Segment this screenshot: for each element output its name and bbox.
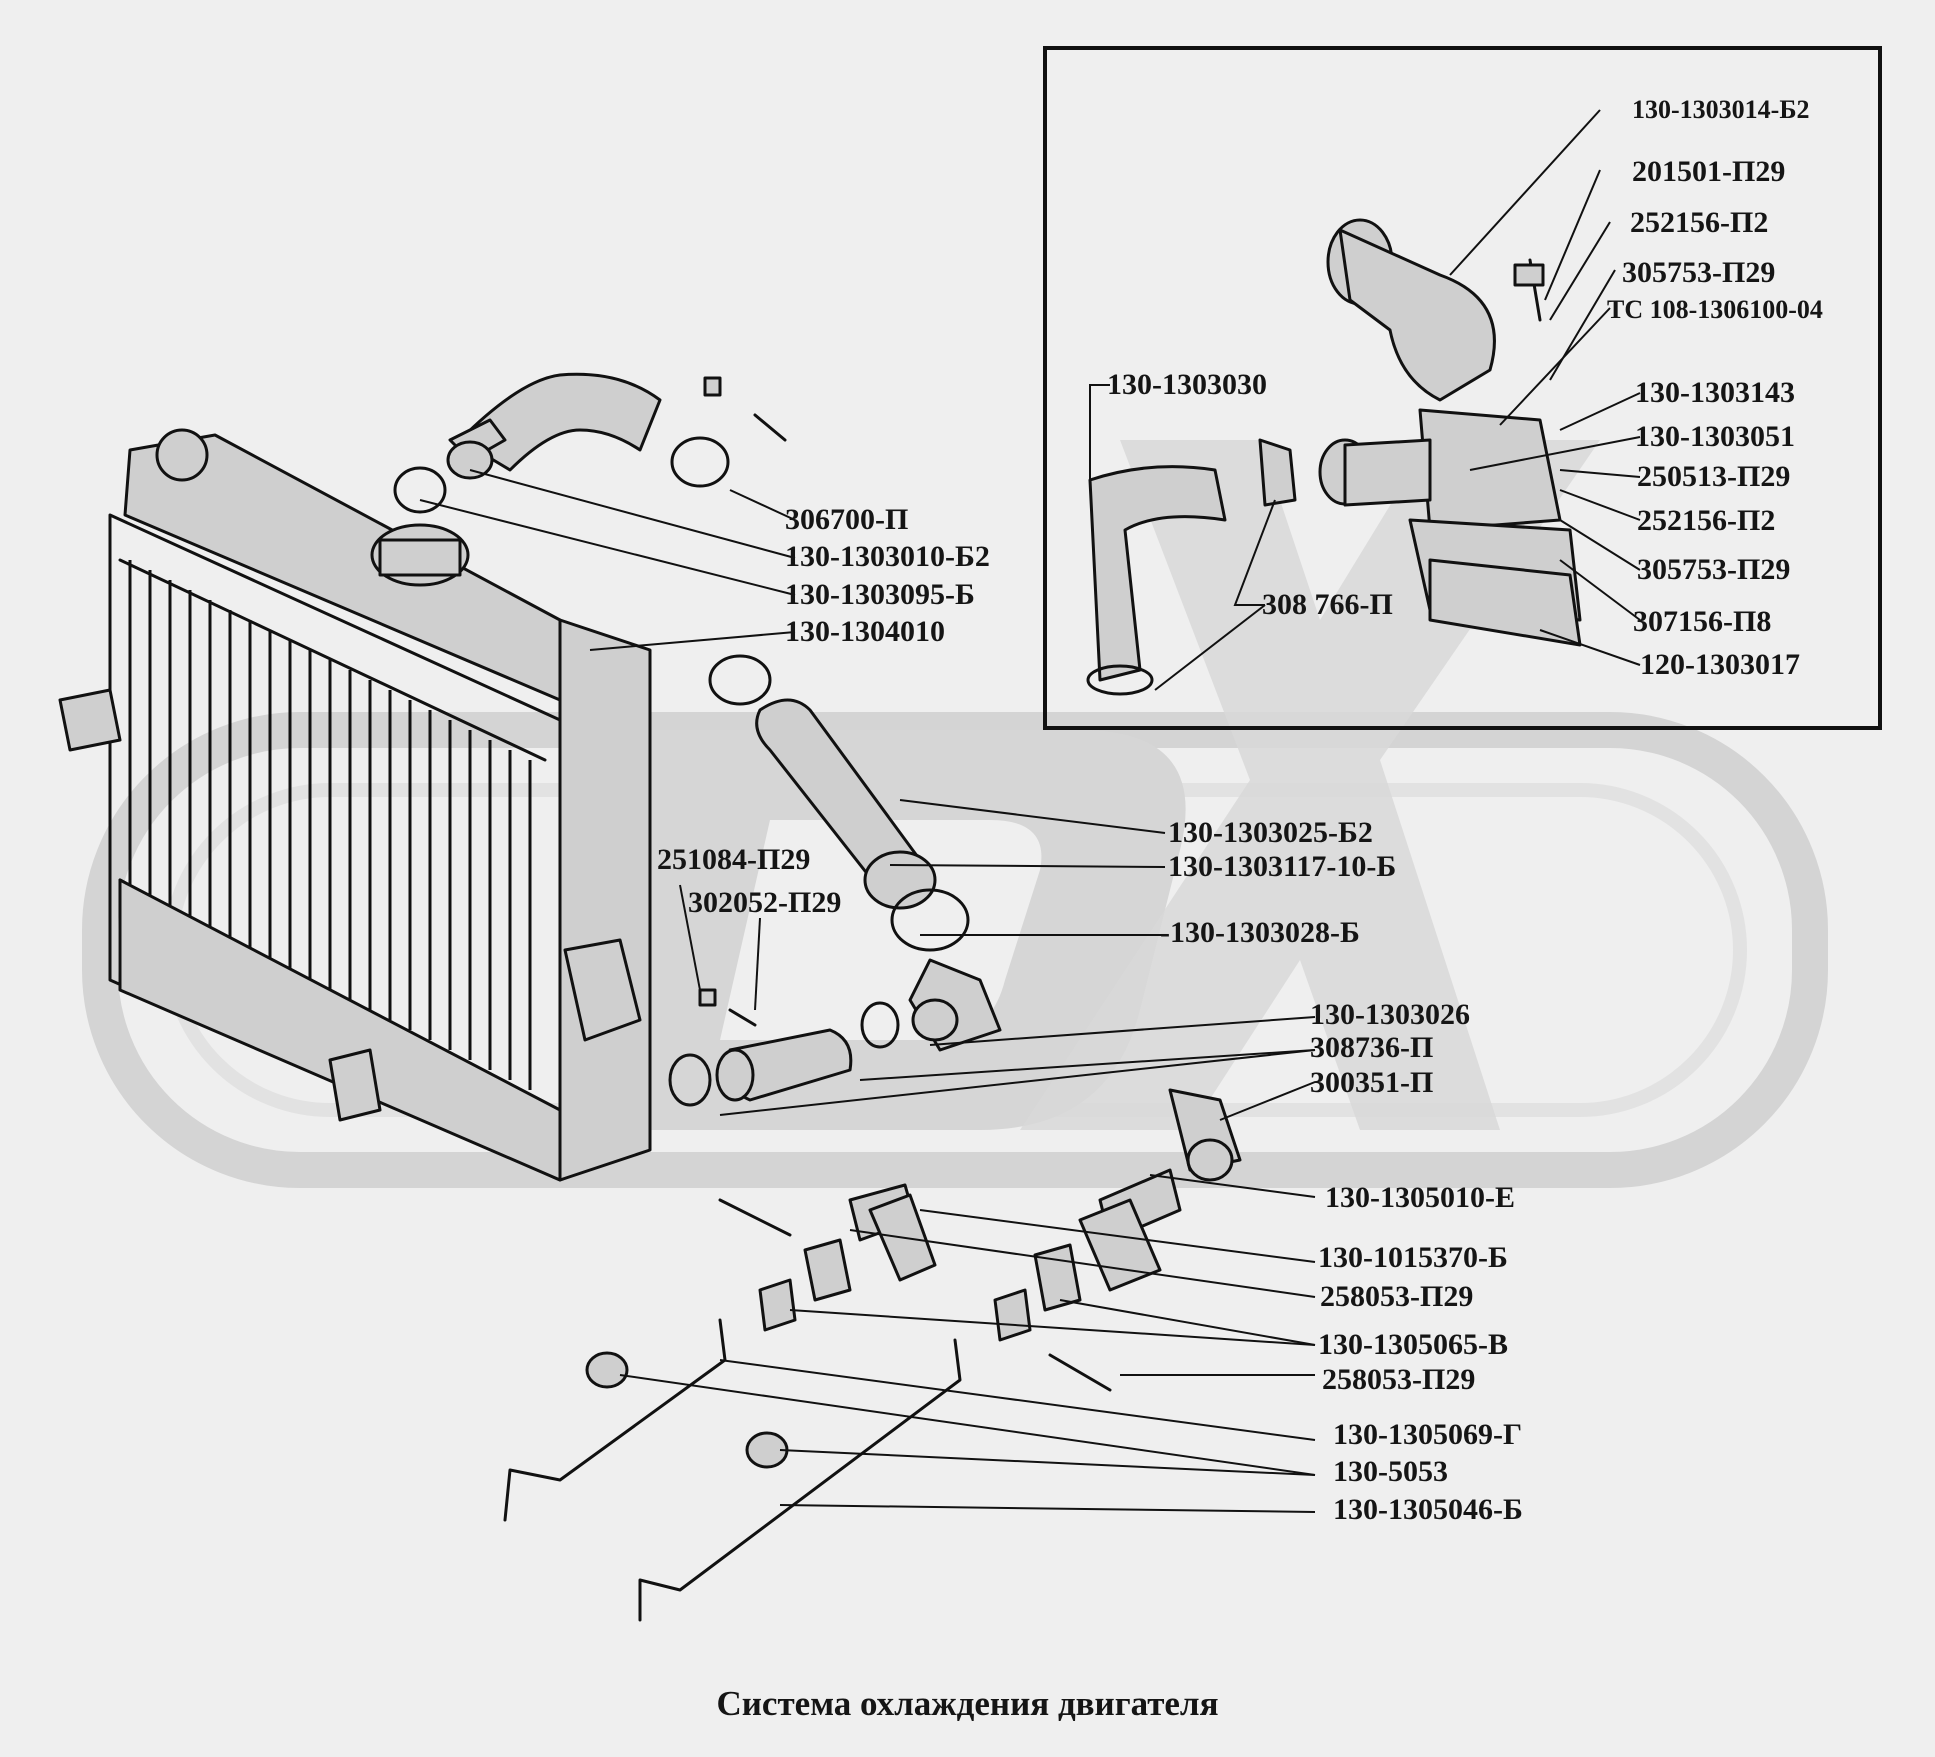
radiator (58, 428, 652, 1182)
label-130-5053: 130-5053 (1333, 1455, 1448, 1488)
label-120-1303017: 120-1303017 (1640, 648, 1800, 681)
thermostat-assembly (1086, 218, 1582, 696)
label-130-1305065-v: 130-1305065-В (1318, 1328, 1508, 1361)
label-130-1304010: 130-1304010 (785, 615, 945, 648)
leader-lines (419, 109, 1641, 1513)
label-250513-p29: 250513-П29 (1637, 460, 1791, 493)
label-130-1303051: 130-1303051 (1635, 420, 1795, 453)
label-258053-p29-b: 258053-П29 (1322, 1363, 1476, 1396)
label-258053-p29-a: 258053-П29 (1320, 1280, 1474, 1313)
middle-hoses (668, 654, 1242, 1182)
label-130-1303095-b: 130-1303095-Б (785, 578, 975, 611)
label-130-1303010-b2: 130-1303010-Б2 (785, 540, 990, 573)
label-307156-p8: 307156-П8 (1633, 605, 1772, 638)
label-201501-p29: 201501-П29 (1632, 155, 1786, 188)
label-306700-p: 306700-П (785, 503, 909, 536)
label-130-1303014-b2: 130-1303014-Б2 (1632, 95, 1810, 124)
label-130-1303030: 130-1303030 (1107, 368, 1267, 401)
label-130-1303143: 130-1303143 (1635, 376, 1795, 409)
label-308-766-p: 308 766-П (1262, 588, 1393, 621)
label-tc-108-1306100-04: ТС 108-1306100-04 (1607, 295, 1823, 324)
label-130-1303117-10-b: 130-1303117-10-Б (1168, 850, 1397, 883)
drain-cocks (503, 1168, 1182, 1622)
inset-frame (1043, 46, 1882, 730)
label-130-1305046-b: 130-1305046-Б (1333, 1493, 1523, 1526)
label-130-1015370-b: 130-1015370-Б (1318, 1241, 1508, 1274)
label-130-1303026: 130-1303026 (1310, 998, 1470, 1031)
label-305753-p29-top: 305753-П29 (1622, 256, 1776, 289)
label-300351-p: 300351-П (1310, 1066, 1434, 1099)
label-130-1303028-b: -130-1303028-Б (1160, 916, 1360, 949)
label-252156-p2-mid: 252156-П2 (1637, 504, 1776, 537)
diagram-caption: Система охлаждения двигателя (716, 1684, 1219, 1723)
label-308736-p: 308736-П (1310, 1031, 1434, 1064)
label-130-1303025-b2: 130-1303025-Б2 (1168, 816, 1373, 849)
label-252156-p2-top: 252156-П2 (1630, 206, 1769, 239)
label-251084-p29: 251084-П29 (657, 843, 811, 876)
upper-hose (393, 372, 787, 514)
label-305753-p29-mid: 305753-П29 (1637, 553, 1791, 586)
label-302052-p29: 302052-П29 (688, 886, 842, 919)
label-130-1305010-e: 130-1305010-Е (1325, 1181, 1515, 1214)
label-130-1305069-g: 130-1305069-Г (1333, 1418, 1523, 1451)
